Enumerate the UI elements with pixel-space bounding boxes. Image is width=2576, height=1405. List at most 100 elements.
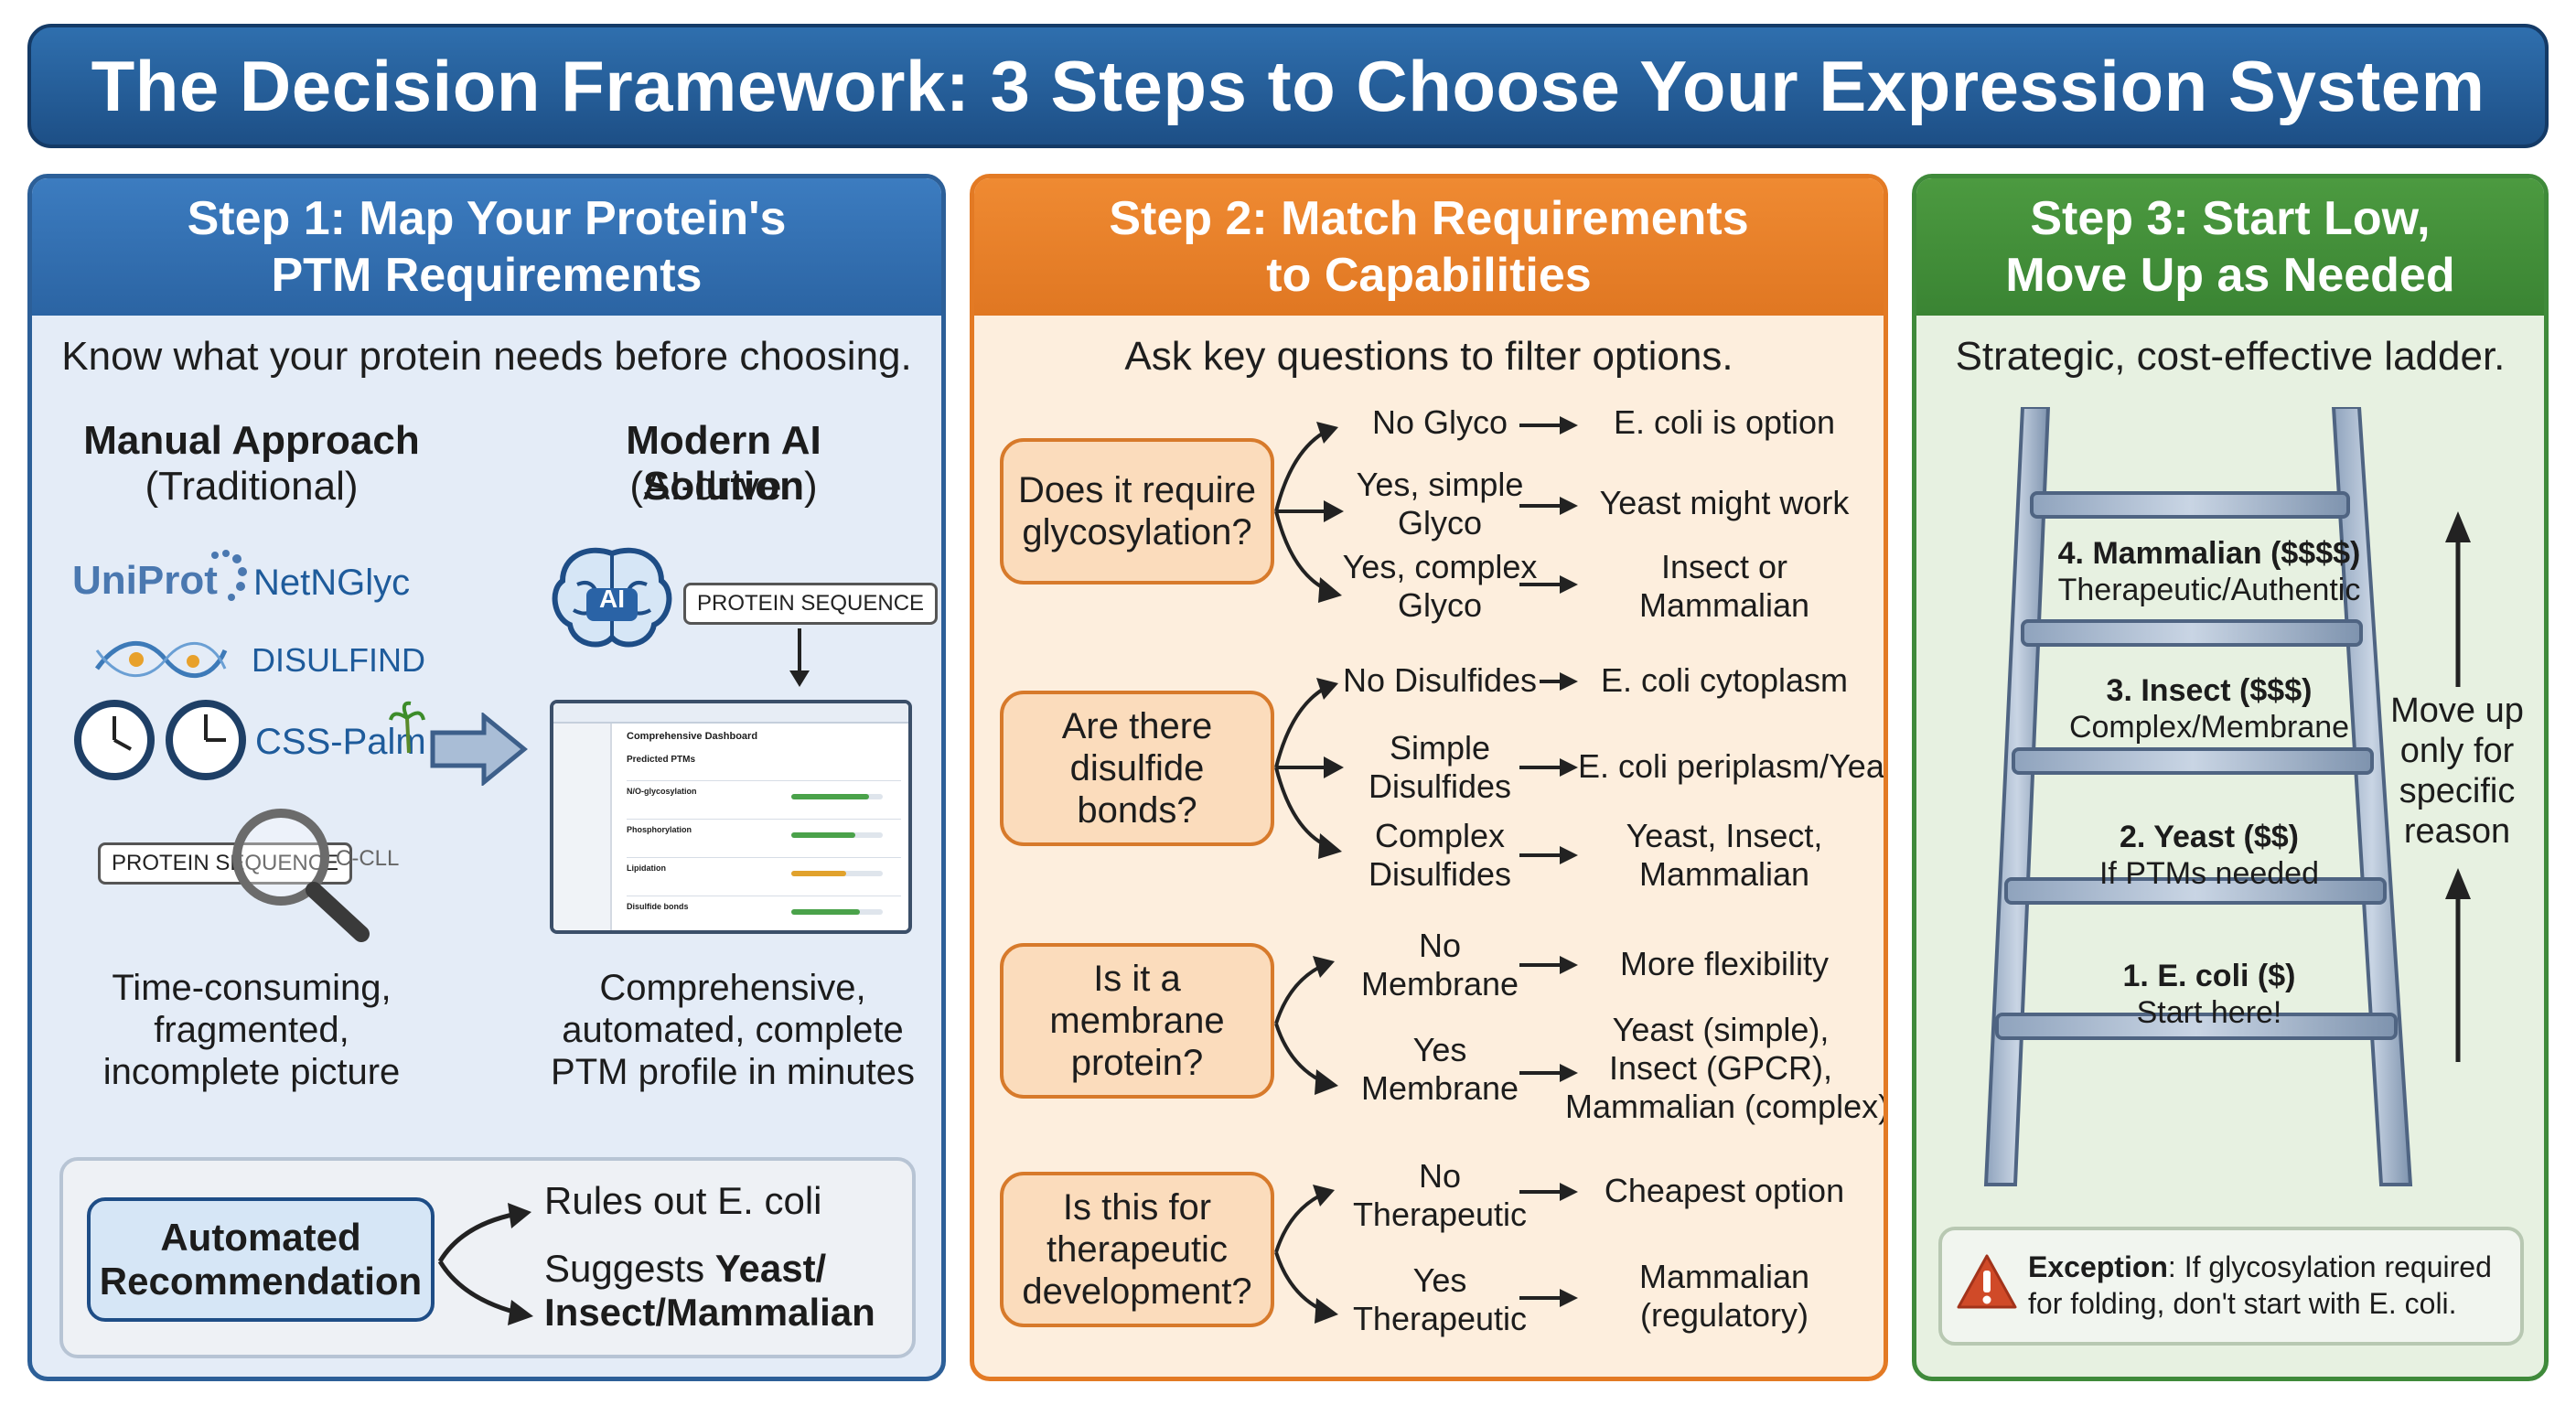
- result-yeast-might-work: Yeast might work: [1578, 484, 1871, 522]
- option-line: Disulfides: [1368, 767, 1512, 805]
- result-arrows-q2: [1519, 672, 1578, 864]
- dashboard-row-label: N/O-glycosylation: [627, 787, 697, 796]
- result-line: E. coli cytoplasm: [1600, 661, 1849, 699]
- recommendation-out2: Suggests Yeast/: [544, 1247, 826, 1291]
- result-line: E. coli periplasm/Yeast: [1578, 747, 1888, 785]
- result-line: Mammalian: [1638, 855, 1810, 893]
- step3-subtitle: Strategic, cost-effective ladder.: [1955, 334, 2506, 379]
- option-line: Glyco: [1397, 504, 1483, 542]
- dashboard-section: Predicted PTMs: [627, 755, 696, 765]
- step2-heading-line2: to Capabilities: [1266, 249, 1592, 302]
- recommendation-out2-bold: Yeast/: [714, 1247, 827, 1290]
- recommendation-line1: Automated: [160, 1216, 361, 1259]
- result-cheapest-option: Cheapest option: [1578, 1172, 1871, 1210]
- dashboard-row-bar: [791, 794, 883, 799]
- page-title: The Decision Framework: 3 Steps to Choos…: [91, 45, 2485, 126]
- question-line: Is this for: [1062, 1187, 1212, 1228]
- result-ecoli-cytoplasm: E. coli cytoplasm: [1578, 661, 1871, 700]
- recommendation-out3: Insect/Mammalian: [544, 1291, 875, 1334]
- option-line: No: [1418, 1157, 1462, 1195]
- step2-panel: Step 2: Match Requirements to Capabiliti…: [970, 174, 1888, 1381]
- option-line: Therapeutic: [1352, 1300, 1528, 1337]
- netnglyc-logo: NetNGlyc: [253, 563, 411, 603]
- result-membrane-systems: Yeast (simple),Insect (GPCR),Mammalian (…: [1565, 1011, 1884, 1126]
- rung-title: 4. Mammalian ($$$$): [2057, 536, 2361, 571]
- result-line: More flexibility: [1619, 945, 1830, 982]
- question-line: bonds?: [1077, 790, 1197, 831]
- question-line: Does it require: [1017, 470, 1257, 510]
- exception-label: Exception: [2028, 1250, 2168, 1283]
- move-up-line: Move up: [2390, 692, 2524, 730]
- move-up-line: only for: [2399, 732, 2515, 770]
- question-line: therapeutic: [1046, 1229, 1228, 1270]
- title-banner: The Decision Framework: 3 Steps to Choos…: [27, 24, 2549, 148]
- option-line: Glyco: [1397, 586, 1483, 624]
- question-membrane: Is it a membrane protein?: [1000, 943, 1274, 1099]
- result-line: Yeast, Insect,: [1626, 817, 1823, 854]
- uniprot-dots-icon: [211, 550, 247, 601]
- step3-heading-line2: Move Up as Needed: [2005, 249, 2455, 302]
- step3-heading-line1: Step 3: Start Low,: [2030, 192, 2431, 245]
- dashboard-row-label: Phosphorylation: [627, 825, 692, 834]
- ladder-graphic: [1983, 407, 2413, 1186]
- branch-arrows-q3: [1274, 956, 1338, 1095]
- rung-yeast: 2. Yeast ($$) If PTMs needed: [2035, 819, 2383, 892]
- move-up-note: Move up only for specific reason: [2379, 691, 2535, 852]
- dashboard-row-bar: [791, 832, 883, 838]
- branch-arrows-q4: [1274, 1185, 1338, 1324]
- rung-note: Complex/Membrane: [2068, 710, 2350, 745]
- option-line: Membrane: [1360, 965, 1519, 1003]
- step1-heading-line1: Step 1: Map Your Protein's: [187, 192, 787, 245]
- disulfind-logo: DISULFIND: [252, 641, 426, 679]
- manual-sequence-tag: PROTEIN SEQUENCE: [98, 842, 353, 885]
- step2-subtitle: Ask key questions to filter options.: [1124, 334, 1733, 379]
- dashboard-row-label: Disulfide bonds: [627, 902, 689, 911]
- rung-ecoli: 1. E. coli ($) Start here!: [2035, 958, 2383, 1031]
- ai-sequence-tag: PROTEIN SEQUENCE: [683, 583, 939, 625]
- dna-helix-icon: [94, 640, 228, 679]
- manual-subtitle: (Traditional): [145, 464, 359, 509]
- exception-body: : If glycosylation required for folding,…: [2028, 1250, 2492, 1320]
- ai-icon-label: AI: [599, 585, 625, 613]
- recommendation-box: Automated Recommendation Rules out E. co…: [59, 1157, 916, 1358]
- rung-mammalian: 4. Mammalian ($$$$) Therapeutic/Authenti…: [2035, 535, 2383, 608]
- option-line: Simple: [1389, 729, 1491, 767]
- question-glycosylation: Does it require glycosylation?: [1000, 438, 1274, 585]
- right-arrow-icon: [430, 713, 528, 786]
- exception-box: Exception: If glycosylation required for…: [1938, 1227, 2524, 1346]
- dashboard-row: Lipidation: [627, 857, 901, 892]
- manual-desc-line: fragmented,: [154, 1010, 349, 1050]
- manual-desc-line: Time-consuming,: [112, 968, 392, 1008]
- rung-note: Therapeutic/Authentic: [2057, 573, 2361, 607]
- option-line: Yes, simple: [1356, 466, 1524, 503]
- up-arrow-lower-icon: [2445, 868, 2471, 1062]
- question-line: disulfide: [1069, 748, 1205, 788]
- question-therapeutic: Is this for therapeutic development?: [1000, 1172, 1274, 1327]
- option-no-glyco: No Glyco: [1335, 403, 1545, 442]
- dashboard-row: Phosphorylation: [627, 819, 901, 853]
- question-line: Is it a: [1093, 959, 1181, 999]
- result-more-flexibility: More flexibility: [1578, 945, 1871, 983]
- option-line: Complex: [1374, 817, 1506, 854]
- recommendation-line2: Recommendation: [99, 1260, 423, 1303]
- ai-brain-icon: [552, 547, 672, 648]
- uniprot-logo: UniProt: [72, 558, 218, 603]
- recommendation-out2-prefix: Suggests: [544, 1247, 715, 1290]
- option-line: No: [1418, 927, 1462, 964]
- ai-desc-line: automated, complete: [562, 1010, 904, 1050]
- result-line: E. coli is option: [1613, 403, 1836, 441]
- step1-header: Step 1: Map Your Protein's PTM Requireme…: [32, 178, 941, 316]
- result-line: Cheapest option: [1604, 1172, 1845, 1209]
- result-yeast-insect-mammalian: Yeast, Insect,Mammalian: [1578, 817, 1871, 894]
- step3-header: Step 3: Start Low, Move Up as Needed: [1916, 178, 2544, 316]
- css-palm-logo: CSS-Palm: [255, 722, 426, 762]
- result-line: Mammalian: [1638, 586, 1810, 624]
- rung-title: 1. E. coli ($): [2122, 959, 2296, 993]
- rung-title: 2. Yeast ($$): [2120, 820, 2299, 854]
